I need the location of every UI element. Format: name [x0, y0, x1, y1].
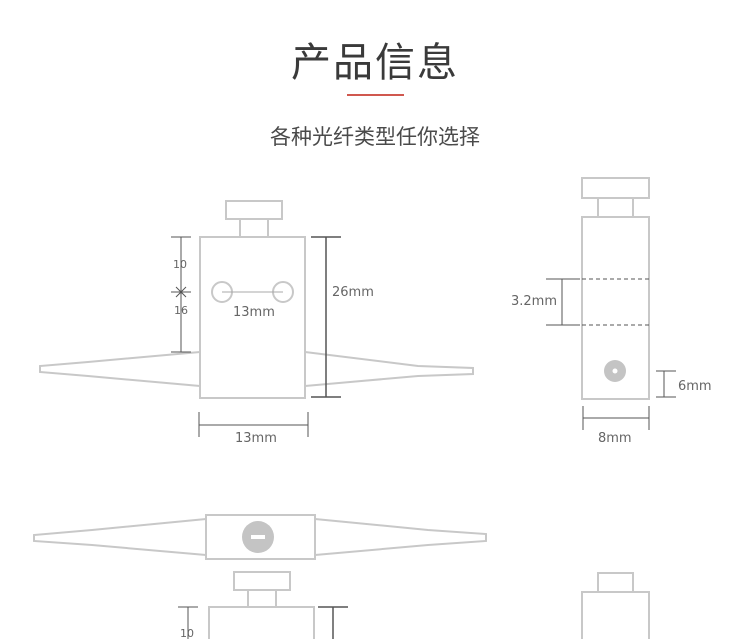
lower-side-body	[581, 591, 650, 639]
front-dim-left	[171, 236, 191, 353]
lower-body	[205, 514, 316, 560]
side-knob-stem	[597, 197, 634, 218]
front-width-label: 13mm	[235, 431, 277, 446]
side-width-label: 8mm	[598, 431, 632, 446]
lower-front-body	[208, 606, 315, 639]
front-right-fiber	[304, 351, 474, 387]
front-left-fiber	[39, 351, 201, 387]
front-dim-height	[311, 236, 341, 398]
lower-dim-left	[178, 606, 198, 639]
lower-dim-height	[318, 606, 348, 639]
lower-dim-top-label: 10	[180, 627, 194, 639]
page-title: 产品信息	[291, 40, 459, 86]
lower-side-view	[581, 572, 650, 639]
front-view	[39, 200, 474, 399]
side-knob-cap	[581, 177, 650, 199]
lower-front-view	[208, 571, 315, 639]
title-accent-line	[347, 94, 404, 96]
front-knob-cap	[225, 200, 283, 220]
front-dim-bottom-label: 16	[174, 304, 188, 317]
minus-icon	[242, 521, 274, 553]
side-mid-label: 3.2mm	[511, 294, 557, 309]
front-knob-stem	[239, 218, 269, 238]
side-hole-label: 6mm	[678, 379, 712, 394]
side-view-details	[582, 278, 649, 382]
lower-right-fiber	[314, 518, 487, 556]
page-subtitle: 各种光纤类型任你选择	[270, 125, 480, 149]
side-body	[581, 216, 650, 400]
front-hole-spacing-label: 13mm	[233, 305, 275, 320]
lower-left-fiber	[33, 518, 207, 556]
lower-knob-cap	[233, 571, 291, 591]
side-hole-center	[612, 368, 618, 374]
side-view	[581, 177, 650, 400]
front-dim-width	[198, 412, 309, 437]
lower-top-view	[33, 514, 487, 560]
front-dim-top-label: 10	[173, 258, 187, 271]
front-body	[199, 236, 306, 399]
front-height-label: 26mm	[332, 285, 374, 300]
lower-knob-stem	[247, 589, 277, 608]
lower-side-knob	[597, 572, 634, 593]
side-dim-width	[582, 406, 650, 430]
side-dim-hole	[656, 370, 676, 398]
side-dim-mid	[546, 278, 580, 326]
